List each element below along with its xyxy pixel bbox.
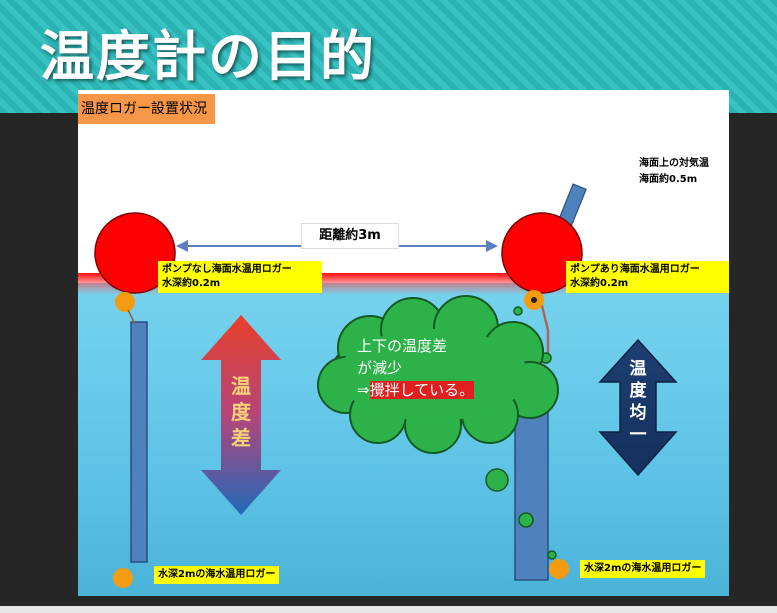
right-pole [514,399,549,581]
temp-diff-arrow [201,315,281,515]
right-logger-line2: 水深約0.2m [570,278,629,289]
left-deep-logger [113,568,133,588]
cloud-text: 上下の温度差 が減少 ⇒攪拌している。 [357,335,517,401]
right-deep-logger-label: 水深2mの海水温用ロガー [580,560,706,578]
air-temp-logger-label: 海面上の対気温 海面約0.5m [639,156,729,188]
bottom-strip [0,606,777,613]
right-buoy [501,212,583,294]
cloud-line1: 上下の温度差 [357,337,448,355]
distance-label: 距離約3m [301,223,399,249]
air-temp-line1: 海面上の対気温 [639,158,709,169]
left-logger-label: ポンプなし海面水温用ロガー 水深約0.2m [158,261,322,293]
right-logger-line1: ポンプあり海面水温用ロガー [570,264,700,275]
right-deep-logger [549,559,569,579]
right-logger-label: ポンプあり海面水温用ロガー 水深約0.2m [566,261,729,293]
temp-uniform-arrow [598,338,678,477]
left-surface-logger [115,292,135,312]
left-logger-line1: ポンプなし海面水温用ロガー [162,264,292,275]
temp-diff-text: 温 度 差 [231,374,251,450]
cloud-line3: ⇒攪拌している。 [357,381,475,399]
temp-uniform-text: 温 度 均 一 [629,359,647,446]
illustration-panel: 温度ロガー設置状況 距離約3m 海面上の対気温 海面約0.5m ポンプなし海面水… [78,90,729,596]
air-temp-line2: 海面約0.5m [639,174,698,185]
left-pole [130,321,148,563]
left-deep-logger-label: 水深2mの海水温用ロガー [154,566,280,584]
illustration-svg [94,183,678,588]
section-label: 温度ロガー設置状況 [78,94,215,124]
left-buoy [94,212,176,294]
bubbles [485,306,557,560]
left-logger-line2: 水深約0.2m [162,278,221,289]
cloud-line2: が減少 [357,359,403,377]
slide-title: 温度計の目的 [40,25,376,88]
cloud-highlight: 攪拌している。 [369,381,475,399]
